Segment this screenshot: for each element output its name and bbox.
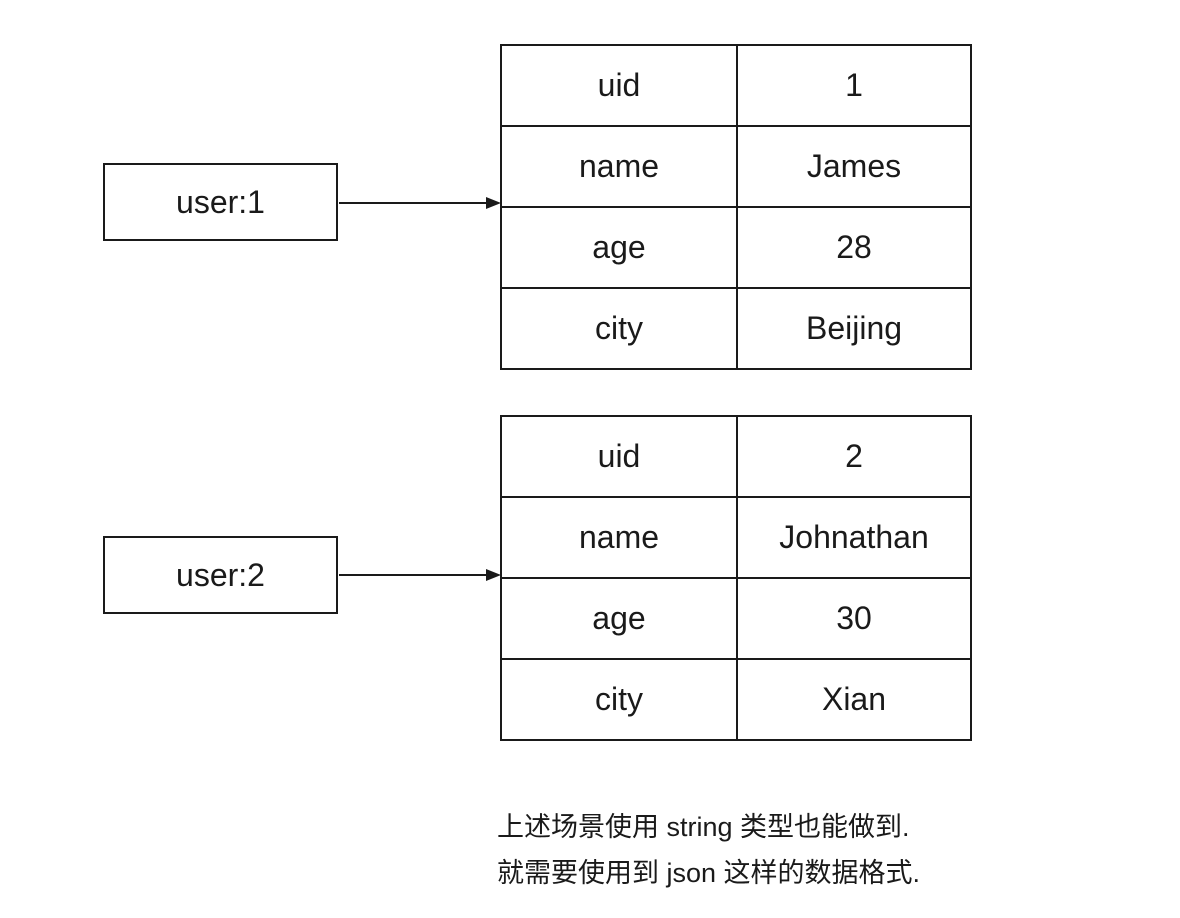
caption: 上述场景使用 string 类型也能做到. 就需要使用到 json 这样的数据格… (497, 804, 920, 896)
entity-label-user1: user:1 (176, 183, 265, 220)
field-key: name (500, 125, 738, 208)
table-row: name James (500, 125, 972, 208)
caption-line-1: 上述场景使用 string 类型也能做到. (497, 812, 910, 842)
hash-table-user2: uid 2 name Johnathan age 30 city Xian (500, 415, 972, 741)
table-row: uid 1 (500, 44, 972, 127)
field-value: James (736, 125, 972, 208)
table-row: uid 2 (500, 415, 972, 498)
field-value: Beijing (736, 287, 972, 370)
entity-box-user1: user:1 (103, 163, 338, 241)
table-row: age 30 (500, 577, 972, 660)
arrow-right-icon (339, 197, 501, 209)
field-value: 1 (736, 44, 972, 127)
field-value: 28 (736, 206, 972, 289)
field-key: city (500, 658, 738, 741)
field-value: 2 (736, 415, 972, 498)
field-key: name (500, 496, 738, 579)
entity-box-user2: user:2 (103, 536, 338, 614)
arrow-right-icon (339, 569, 501, 581)
entity-label-user2: user:2 (176, 556, 265, 593)
caption-line-2: 就需要使用到 json 这样的数据格式. (497, 858, 921, 888)
field-value: Johnathan (736, 496, 972, 579)
hash-table-user1: uid 1 name James age 28 city Beijing (500, 44, 972, 370)
table-row: city Beijing (500, 287, 972, 370)
field-key: age (500, 577, 738, 660)
table-row: name Johnathan (500, 496, 972, 579)
field-key: uid (500, 415, 738, 498)
field-value: Xian (736, 658, 972, 741)
field-key: city (500, 287, 738, 370)
field-key: age (500, 206, 738, 289)
field-value: 30 (736, 577, 972, 660)
table-row: city Xian (500, 658, 972, 741)
table-row: age 28 (500, 206, 972, 289)
field-key: uid (500, 44, 738, 127)
